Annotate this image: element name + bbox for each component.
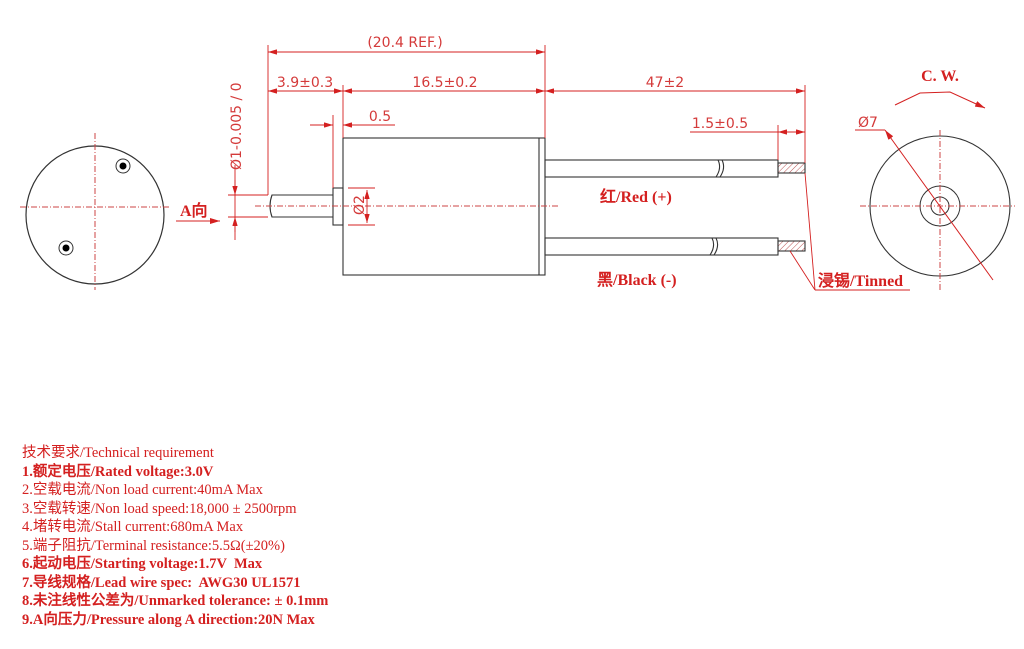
- red-wire-label: 红/Red (+): [600, 187, 672, 206]
- overall-length-dim: (20.4 REF.): [367, 35, 442, 51]
- spec-item: 8.未注线性公差为/Unmarked tolerance: ± 0.1mm: [22, 593, 329, 609]
- direction-a-label: A向: [180, 201, 208, 220]
- spec-title: 技术要求/Technical requirement: [22, 445, 214, 461]
- black-wire-label: 黑/Black (-): [597, 271, 677, 289]
- spec-item: 5.端子阻抗/Terminal resistance:5.5Ω(±20%): [22, 537, 285, 554]
- shaft-length-dim: 3.9±0.3: [277, 75, 333, 91]
- dimension-lines: [228, 45, 910, 291]
- spec-item: 9.A向压力/Pressure along A direction:20N Ma…: [22, 611, 315, 628]
- spec-item: 3.空载转速/Non load speed:18,000 ± 2500rpm: [22, 500, 297, 517]
- spec-item: 7.导线规格/Lead wire spec: AWG30 UL1571: [22, 574, 301, 591]
- spec-item: 2.空载电流/Non load current:40mA Max: [22, 482, 263, 498]
- spec-item: 1.额定电压/Rated voltage:3.0V: [22, 463, 214, 480]
- side-view: [255, 137, 806, 276]
- strip-length-dim: 1.5±0.5: [692, 116, 748, 132]
- tinned-label: 浸锡/Tinned: [818, 271, 903, 290]
- technical-requirements: 技术要求/Technical requirement 1.额定电压/Rated …: [22, 444, 328, 629]
- end-view-left: A向: [20, 133, 220, 290]
- flange-diameter-dim: Ø2: [352, 195, 368, 215]
- spec-item: 4.堵转电流/Stall current:680mA Max: [22, 519, 244, 535]
- spec-item: 6.起动电压/Starting voltage:1.7V Max: [22, 556, 263, 572]
- end-view-right: Ø7 C. W.: [855, 68, 1015, 290]
- wire-length-dim: 47±2: [646, 75, 684, 91]
- rotation-label: C. W.: [921, 68, 959, 85]
- body-diameter-dim: Ø7: [858, 115, 878, 131]
- shaft-diameter-dim: Ø1-0.005 / 0: [229, 82, 245, 170]
- flange-dim: 0.5: [369, 109, 391, 125]
- body-length-dim: 16.5±0.2: [412, 75, 477, 91]
